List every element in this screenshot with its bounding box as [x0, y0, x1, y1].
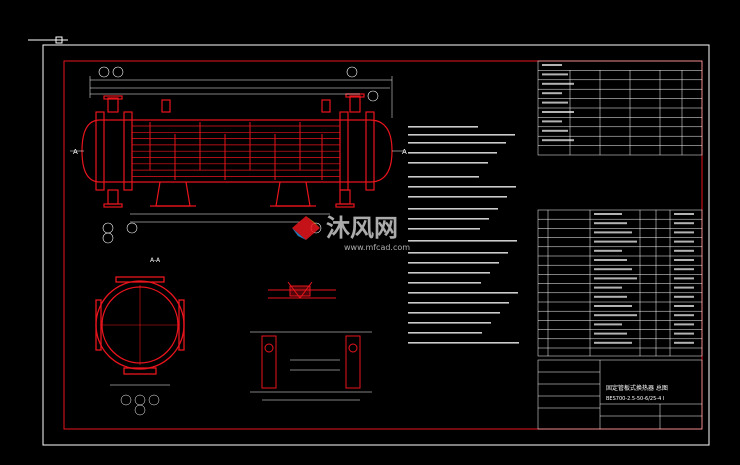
- parts-cell-text: [674, 231, 694, 234]
- note-line: [408, 342, 519, 344]
- table-cell-text: [542, 73, 568, 76]
- title-block-title: 固定管板式换热器 总图: [606, 384, 668, 392]
- parts-cell-text: [674, 277, 694, 280]
- title-block-drawing-number: BES700-2.5-50-6/25-4 I: [606, 396, 664, 402]
- table-cell-text: [542, 139, 574, 142]
- parts-cell-text: [674, 295, 694, 298]
- note-line: [408, 228, 480, 230]
- cross-section-view: [95, 276, 185, 375]
- parts-cell-text: [594, 213, 622, 215]
- detail-view-flange: [268, 281, 336, 299]
- table-cell-text: [542, 92, 562, 95]
- parts-cell-text: [674, 323, 694, 326]
- note-line: [408, 312, 500, 314]
- parts-cell-text: [674, 268, 694, 271]
- note-line: [408, 252, 508, 254]
- note-line: [408, 162, 488, 164]
- parts-cell-text: [594, 259, 627, 261]
- mfcad-logo-icon: [292, 216, 320, 240]
- note-line: [408, 332, 482, 334]
- parts-cell-text: [674, 286, 694, 289]
- parts-cell-text: [594, 295, 627, 298]
- parts-cell-text: [674, 259, 694, 261]
- exchanger-elevation-view: [81, 93, 393, 208]
- parts-cell-text: [674, 305, 694, 307]
- note-line: [408, 218, 489, 220]
- parts-cell-text: [594, 240, 637, 243]
- parts-cell-text: [594, 323, 622, 326]
- nozzle-tags: [98, 66, 379, 244]
- note-line: [408, 176, 479, 178]
- parts-cell-text: [674, 332, 694, 335]
- parts-cell-text: [594, 332, 627, 335]
- detail-view-support: [261, 335, 361, 389]
- note-line: [408, 282, 481, 284]
- table-cell-text: [542, 101, 568, 104]
- table-cell-text: [542, 64, 562, 66]
- note-line: [408, 126, 478, 128]
- note-line: [408, 208, 498, 210]
- parts-cell-text: [674, 341, 694, 344]
- technical-notes-block: [408, 126, 519, 344]
- parts-cell-text: [594, 249, 622, 252]
- parts-cell-text: [674, 213, 694, 215]
- watermark: 沐风网 www.mfcad.com: [292, 214, 410, 252]
- parts-cell-text: [674, 249, 694, 252]
- parts-list-table: [537, 209, 703, 357]
- parts-cell-text: [674, 314, 694, 317]
- watermark-url: www.mfcad.com: [344, 243, 410, 252]
- dimension-lines: [70, 76, 406, 223]
- parts-cell-text: [594, 305, 632, 307]
- note-line: [408, 152, 497, 154]
- note-line: [408, 142, 506, 144]
- table-cell-text: [542, 129, 568, 132]
- table-cell-text: [542, 120, 562, 123]
- section-mark-right: A: [402, 148, 407, 156]
- note-line: [408, 134, 515, 136]
- note-line: [408, 292, 518, 294]
- cross-section-tags: [110, 384, 170, 416]
- note-line: [408, 240, 517, 242]
- parts-cell-text: [594, 277, 637, 280]
- note-line: [408, 272, 490, 274]
- section-view-label: A-A: [150, 257, 161, 264]
- parts-cell-text: [594, 341, 632, 344]
- table-cell-text: [542, 111, 574, 113]
- table-cell-text: [542, 82, 574, 85]
- note-line: [408, 322, 491, 324]
- parts-cell-text: [594, 268, 632, 271]
- parts-cell-text: [594, 222, 627, 225]
- title-block: [537, 359, 703, 430]
- parts-cell-text: [594, 231, 632, 234]
- section-mark-left: A: [73, 148, 78, 156]
- watermark-brand: 沐风网: [326, 214, 398, 242]
- parts-cell-text: [674, 222, 694, 225]
- parts-cell-text: [674, 240, 694, 243]
- note-line: [408, 196, 507, 198]
- note-line: [408, 262, 499, 264]
- detail-dimensions: [250, 331, 372, 401]
- parts-cell-text: [594, 314, 637, 317]
- parts-cell-text: [594, 286, 622, 289]
- note-line: [408, 302, 509, 304]
- note-line: [408, 186, 516, 188]
- design-data-table: [537, 60, 703, 156]
